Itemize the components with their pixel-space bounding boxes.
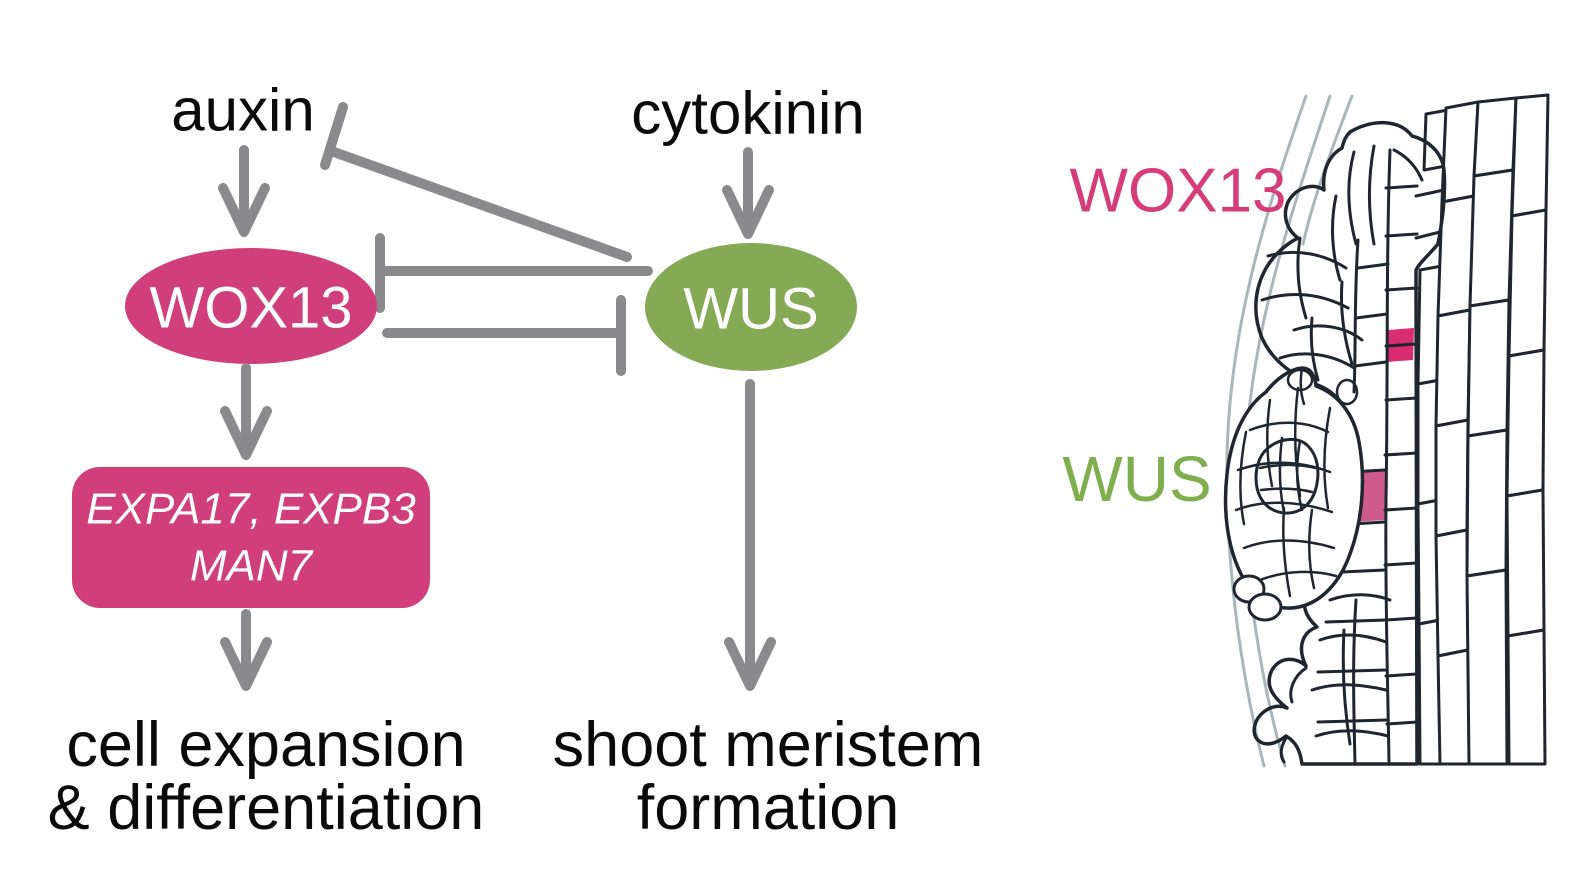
wox13-targets-arrow [220,363,272,460]
auxin-label: auxin [171,77,314,144]
auxin-wox13-arrow [218,145,270,237]
blush-cell [1335,378,1359,406]
wus-cell-walls [1258,436,1318,514]
tissue-panel: WOX13 WUS [1062,93,1550,768]
wus-node [645,243,857,371]
cell-expansion-label-line1: cell expansion [66,710,465,780]
wus-wox13-inhibition [375,233,653,313]
wox13-wus-inhibition [382,295,626,376]
wox13-cell-walls [1260,144,1446,766]
elongated-cells [1416,93,1550,766]
cytokinin-wus-arrow [722,147,774,239]
tissue-wox13-label: WOX13 [1069,157,1286,226]
target-genes-line2: MAN7 [190,542,314,591]
shoot-meristem-label-line2: formation [637,773,900,843]
pathway-diagram: auxin cytokinin WOX13 WUS EXPA17, EXPB3 … [48,77,984,844]
wox13-node [125,248,377,364]
wus-cell-cluster [1254,438,1320,515]
target-genes-line1: EXPA17, EXPB3 [86,485,416,534]
targets-outcome-arrow [220,609,272,691]
blush-cell [1286,368,1314,392]
wus-auxin-inhibition [320,102,632,262]
wox13-node-label: WOX13 [149,276,352,341]
shoot-meristem-label-line1: shoot meristem [553,710,984,780]
wus-node-label: WUS [683,277,818,342]
cell-expansion-label-line2: & differentiation [48,773,485,843]
tissue-wus-label: WUS [1062,443,1211,515]
nodule-round-cell [1247,592,1283,622]
cytokinin-label: cytokinin [631,80,864,147]
wus-outcome-arrow [724,379,776,691]
target-genes-box [72,467,430,608]
